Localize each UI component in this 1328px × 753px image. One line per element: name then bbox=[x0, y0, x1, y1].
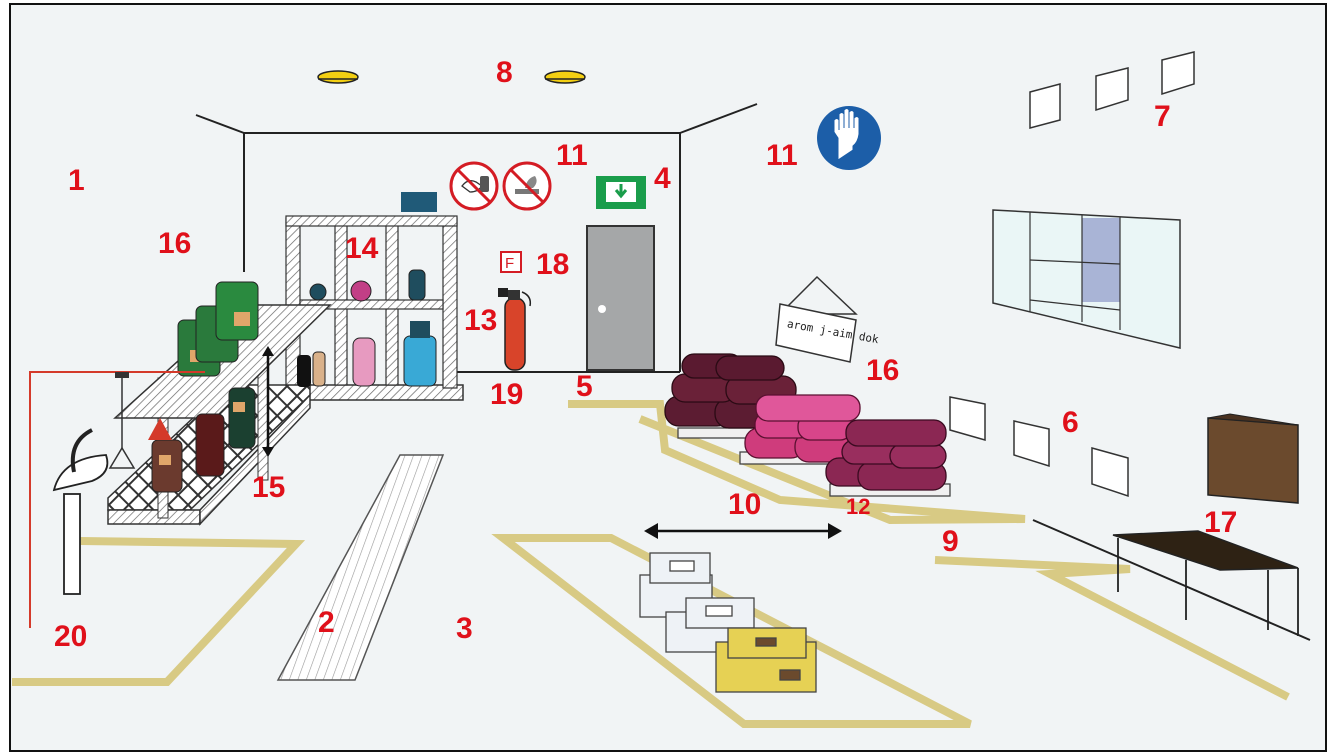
emergency-exit-sign-icon bbox=[596, 176, 646, 209]
label-11-right-wall: 11 bbox=[766, 139, 798, 172]
ceiling-light-icon bbox=[318, 71, 358, 83]
wall-notice-board bbox=[401, 192, 437, 212]
gloves-required-sign-icon bbox=[817, 106, 881, 170]
label-15: 15 bbox=[252, 471, 285, 504]
label-19: 19 bbox=[490, 378, 523, 411]
label-7: 7 bbox=[1154, 100, 1171, 133]
label-18: 18 bbox=[536, 248, 569, 281]
ceiling-light-icon bbox=[545, 71, 585, 83]
label-5: 5 bbox=[576, 370, 593, 403]
label-2: 2 bbox=[318, 606, 335, 639]
no-washing-sign-icon bbox=[451, 163, 497, 209]
label-11-back-wall: 11 bbox=[556, 139, 588, 172]
label-1: 1 bbox=[68, 164, 85, 197]
fire-marker-sign: F bbox=[501, 252, 521, 272]
label-8: 8 bbox=[496, 56, 513, 89]
label-14: 14 bbox=[345, 232, 379, 265]
label-16-left: 16 bbox=[158, 227, 191, 260]
label-3: 3 bbox=[456, 612, 473, 645]
wall-cabinet bbox=[1208, 414, 1298, 503]
door bbox=[587, 226, 654, 370]
door-knob bbox=[598, 305, 606, 313]
fire-marker-text: F bbox=[505, 255, 514, 272]
label-17: 17 bbox=[1204, 506, 1237, 539]
label-6: 6 bbox=[1062, 406, 1079, 439]
label-4: 4 bbox=[654, 162, 671, 195]
label-13: 13 bbox=[464, 304, 497, 337]
no-smoking-sign-icon bbox=[504, 163, 550, 209]
label-20: 20 bbox=[54, 620, 87, 653]
label-9: 9 bbox=[942, 525, 959, 558]
label-16-right: 16 bbox=[866, 354, 899, 387]
label-10: 10 bbox=[728, 488, 761, 521]
label-12: 12 bbox=[846, 494, 870, 519]
